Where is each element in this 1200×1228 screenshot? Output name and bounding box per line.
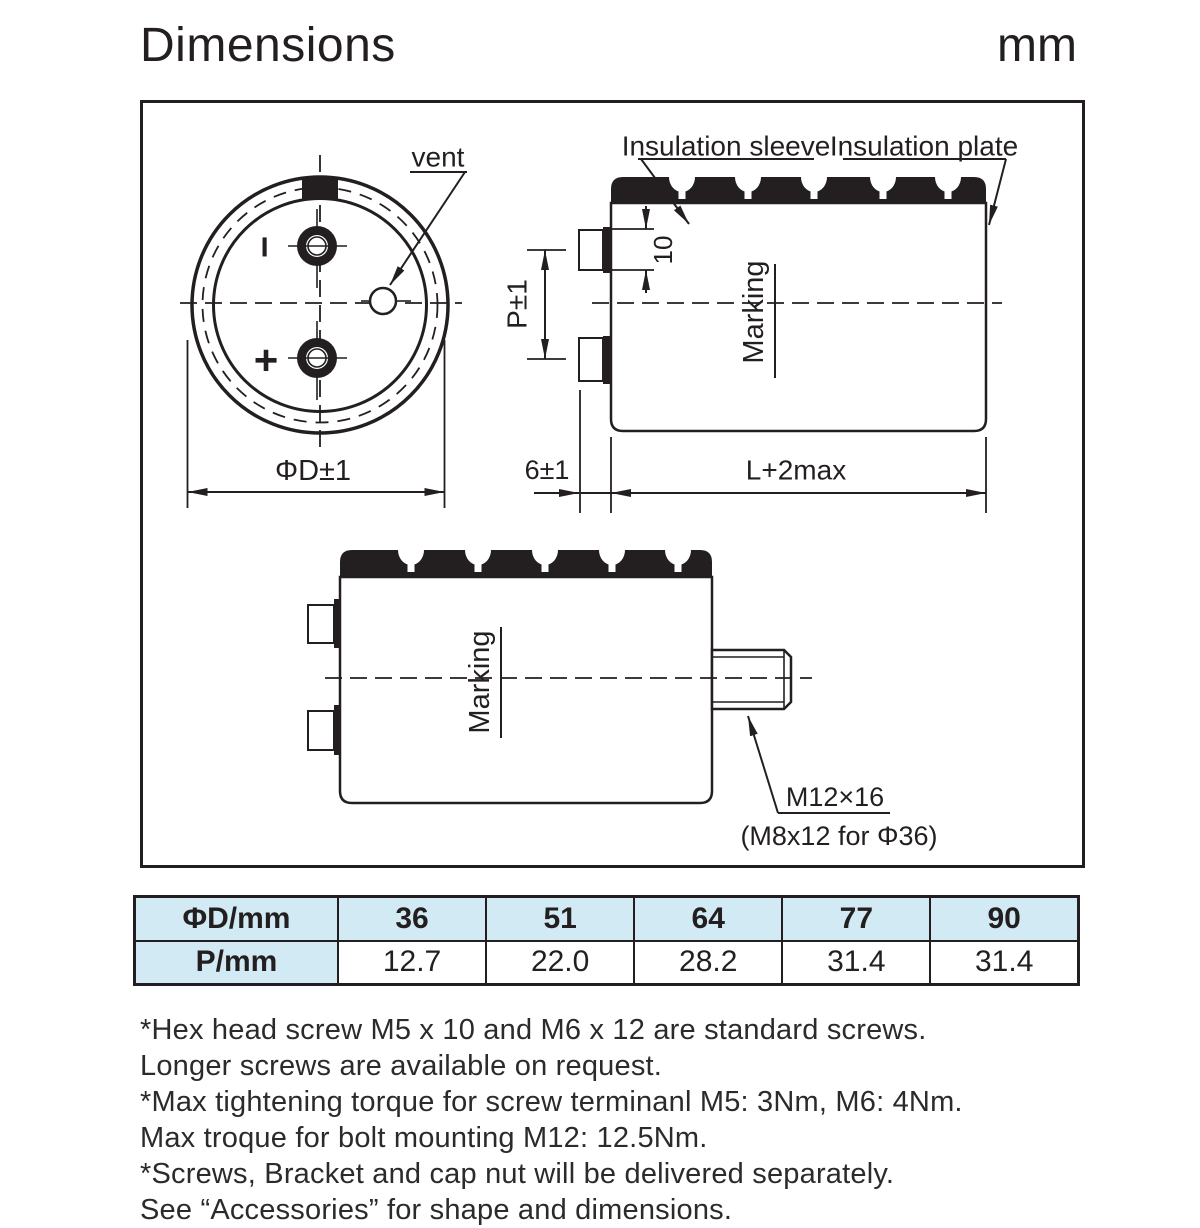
insulation-plate-leader <box>988 158 1007 226</box>
insulation-sleeve-label: Insulation sleeve <box>622 131 831 162</box>
page-title: Dimensions <box>140 19 396 72</box>
note-line: See “Accessories” for shape and dimensio… <box>140 1194 733 1226</box>
insulation-plate-band <box>611 177 986 203</box>
front-view: − + vent ΦD±1 <box>180 142 467 508</box>
footnotes: *Hex head screw M5 x 10 and M6 x 12 are … <box>140 1012 1100 1228</box>
side-terminal-top <box>578 227 611 273</box>
table-header-cell: 36 <box>336 895 488 942</box>
can-body <box>609 201 988 433</box>
table-row: ΦD/mm 36 51 64 77 90 <box>133 895 1080 942</box>
polarity-rim-marker <box>302 176 338 200</box>
table-header-cell: 51 <box>485 895 636 942</box>
mounting-stud <box>710 648 793 711</box>
table-header-cell: 77 <box>781 895 932 942</box>
insulation-sleeve-leader <box>640 158 690 225</box>
side-terminal-bottom <box>578 336 611 384</box>
protrusion-dim-label: 6±1 <box>525 455 570 485</box>
table-row: P/mm 12.7 22.0 28.2 31.4 31.4 <box>133 939 1080 986</box>
vent-hole <box>368 286 398 316</box>
can-body <box>338 575 714 805</box>
table-cell: 31.4 <box>781 939 932 986</box>
stud-label: M12×16 <box>786 782 884 812</box>
note-line: *Hex head screw M5 x 10 and M6 x 12 are … <box>140 1014 927 1046</box>
pitch-dim-label: P±1 <box>502 279 533 329</box>
stud-note: (M8x12 for Φ36) <box>740 821 937 851</box>
vent-scores <box>398 550 691 572</box>
table-row-header-cell: P/mm <box>133 939 339 986</box>
bottom-terminal-top <box>307 599 341 648</box>
vent-scores <box>669 177 961 199</box>
pitch-dimension <box>527 249 566 360</box>
vent-leader-line <box>389 171 466 286</box>
drawing-frame <box>140 100 1085 868</box>
note-line: Longer screws are available on request. <box>140 1050 663 1082</box>
length-dimension <box>611 437 987 513</box>
table-cell: 31.4 <box>929 939 1080 986</box>
note-line: *Max tightening torque for screw termina… <box>140 1086 963 1118</box>
table-cell: 12.7 <box>336 939 488 986</box>
protrusion-dimension <box>534 390 612 513</box>
table-header-cell: ΦD/mm <box>133 895 339 942</box>
vent-label: vent <box>412 142 465 173</box>
diameter-dimension <box>186 340 446 508</box>
insulation-plate-band <box>340 550 712 577</box>
diameter-dim-label: ΦD±1 <box>275 455 351 487</box>
note-line: Max troque for bolt mounting M12: 12.5Nm… <box>140 1122 708 1154</box>
terminal-height-dimension <box>612 206 654 293</box>
bottom-view: Marking M12×16 (M8x12 for Φ36) <box>307 550 938 851</box>
side-marking-label: Marking <box>738 260 770 363</box>
positive-terminal <box>288 321 347 400</box>
terminal-height-label: 10 <box>648 236 678 265</box>
table-header-cell: 64 <box>633 895 784 942</box>
bottom-terminal-bottom <box>307 705 341 755</box>
negative-terminal <box>288 209 347 288</box>
stud-leader-line <box>747 715 779 814</box>
table-cell: 22.0 <box>485 939 636 986</box>
side-view: Marking 10 P±1 Insulation sleeve Insulat… <box>502 131 1018 513</box>
length-dim-label: L+2max <box>746 455 846 486</box>
unit-label: mm <box>997 19 1077 72</box>
table-header-cell: 90 <box>929 895 1080 942</box>
table-cell: 28.2 <box>633 939 784 986</box>
technical-drawing: − + vent ΦD±1 <box>140 100 1085 868</box>
dimension-table: ΦD/mm 36 51 64 77 90 P/mm 12.7 22.0 28.2… <box>133 895 1080 986</box>
plus-sign: + <box>254 337 279 384</box>
insulation-plate-label: Insulation plate <box>830 131 1018 162</box>
minus-sign: − <box>243 236 285 258</box>
bottom-marking-label: Marking <box>464 630 496 733</box>
note-line: *Screws, Bracket and cap nut will be del… <box>140 1158 895 1190</box>
